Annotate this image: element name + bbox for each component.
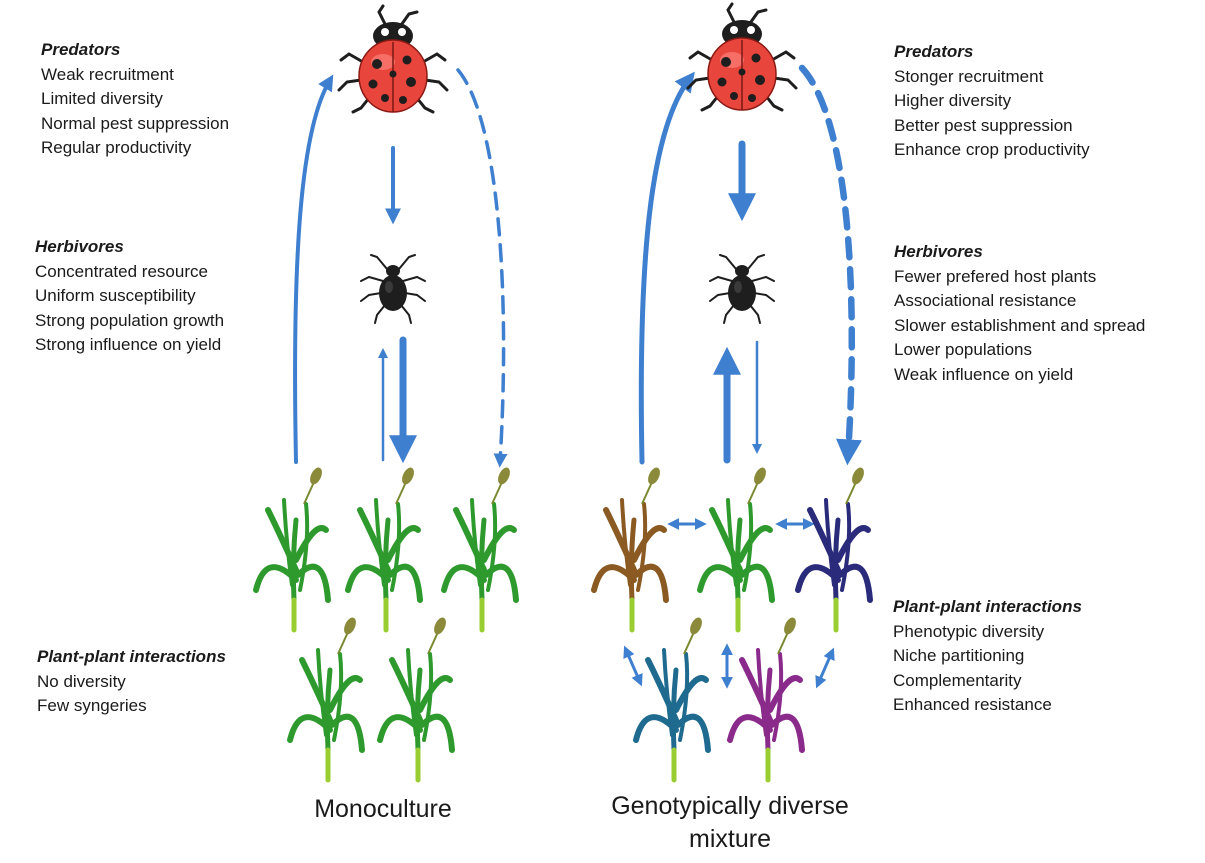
arrow-plant-plant [626, 650, 640, 682]
list-item: Regular productivity [41, 136, 229, 161]
list-item: Uniform susceptibility [35, 284, 224, 309]
mono-plant-interactions-heading: Plant-plant interactions [37, 645, 226, 670]
list-item: Better pest suppression [894, 114, 1090, 139]
arrow-plant-plant [818, 652, 832, 684]
ladybug-icon [688, 4, 796, 110]
aphid-icon [361, 255, 425, 323]
list-item: Few syngeries [37, 694, 226, 719]
list-item: Stonger recruitment [894, 65, 1090, 90]
list-item: Phenotypic diversity [893, 620, 1082, 645]
plant-icon [594, 466, 666, 630]
mix-predators-block: Predators Stonger recruitment Higher div… [894, 40, 1090, 163]
monoculture-label: Monoculture [314, 795, 452, 823]
mono-plant-interactions-block: Plant-plant interactions No diversity Fe… [37, 645, 226, 719]
list-item: Fewer prefered host plants [894, 265, 1145, 290]
ladybug-icon [339, 6, 447, 112]
list-item: Niche partitioning [893, 644, 1082, 669]
mix-predators-heading: Predators [894, 40, 1090, 65]
list-item: Associational resistance [894, 289, 1145, 314]
list-item: Weak influence on yield [894, 363, 1145, 388]
mono-herbivores-heading: Herbivores [35, 235, 224, 260]
list-item: Lower populations [894, 338, 1145, 363]
list-item: Concentrated resource [35, 260, 224, 285]
mixture-caption: Genotypically diverse mixture [585, 790, 875, 856]
arrow-plants-to-predator [641, 78, 690, 462]
plant-icon [290, 616, 362, 780]
list-item: Strong influence on yield [35, 333, 224, 358]
list-item: Complementarity [893, 669, 1082, 694]
list-item: Weak recruitment [41, 63, 229, 88]
plant-icon [700, 466, 772, 630]
mixture-label-line1: Genotypically diverse [585, 790, 875, 823]
mixture-label-line2: mixture [585, 823, 875, 856]
monoculture-caption: Monoculture [268, 793, 498, 826]
plant-icon [256, 466, 328, 630]
mix-herbivores-heading: Herbivores [894, 240, 1145, 265]
arrow-predator-to-plants-dashed [458, 70, 504, 462]
list-item: Strong population growth [35, 309, 224, 334]
plant-icon [636, 616, 708, 780]
list-item: Limited diversity [41, 87, 229, 112]
plant-icon [798, 466, 870, 630]
arrow-plants-to-predator [295, 80, 330, 462]
mix-herbivores-block: Herbivores Fewer prefered host plants As… [894, 240, 1145, 387]
mix-plant-interactions-heading: Plant-plant interactions [893, 595, 1082, 620]
list-item: No diversity [37, 670, 226, 695]
list-item: Slower establishment and spread [894, 314, 1145, 339]
list-item: Enhance crop productivity [894, 138, 1090, 163]
list-item: Enhanced resistance [893, 693, 1082, 718]
list-item: Normal pest suppression [41, 112, 229, 137]
aphid-icon [710, 255, 774, 323]
plant-icon [444, 466, 516, 630]
monoculture-arrows [295, 70, 504, 462]
plant-icon [730, 616, 802, 780]
plant-icon [348, 466, 420, 630]
mono-predators-block: Predators Weak recruitment Limited diver… [41, 38, 229, 161]
mix-plant-interactions-block: Plant-plant interactions Phenotypic dive… [893, 595, 1082, 718]
mono-herbivores-block: Herbivores Concentrated resource Uniform… [35, 235, 224, 358]
mono-predators-heading: Predators [41, 38, 229, 63]
plant-icon [380, 616, 452, 780]
arrow-predator-to-plants-dashed [802, 68, 852, 455]
list-item: Higher diversity [894, 89, 1090, 114]
